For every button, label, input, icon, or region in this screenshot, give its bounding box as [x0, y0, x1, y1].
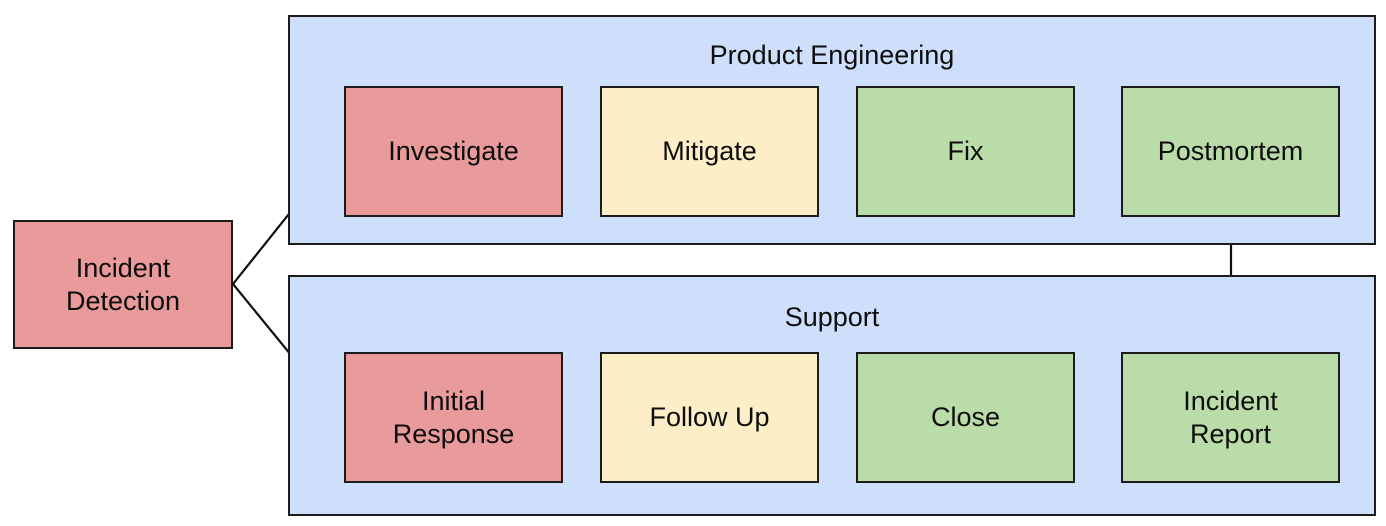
node-follow-up-label: Follow Up [649, 402, 770, 432]
node-initial-response[interactable]: Initial Response [344, 352, 563, 483]
lane-product-engineering-title: Product Engineering [709, 40, 955, 70]
node-initial-response-label-line1: Initial [421, 385, 486, 416]
node-initial-response-label-line2: Response [392, 418, 515, 449]
node-incident-report[interactable]: Incident Report [1121, 352, 1340, 483]
node-close-label: Close [930, 402, 1001, 432]
node-follow-up[interactable]: Follow Up [600, 352, 819, 483]
node-incident-report-label-line2: Report [1189, 418, 1272, 449]
node-postmortem[interactable]: Postmortem [1121, 86, 1340, 217]
node-incident-detection-label-line1: Incident [75, 252, 171, 283]
node-incident-detection-label-line2: Detection [65, 285, 181, 316]
node-close[interactable]: Close [856, 352, 1075, 483]
node-incident-detection[interactable]: Incident Detection [13, 220, 233, 349]
node-postmortem-label: Postmortem [1157, 136, 1304, 166]
node-investigate-label: Investigate [388, 136, 519, 166]
node-fix-label: Fix [947, 136, 984, 166]
node-mitigate[interactable]: Mitigate [600, 86, 819, 217]
node-investigate[interactable]: Investigate [344, 86, 563, 217]
node-mitigate-label: Mitigate [662, 136, 757, 166]
lane-support-title: Support [784, 302, 880, 332]
node-fix[interactable]: Fix [856, 86, 1075, 217]
node-incident-report-label-line1: Incident [1183, 385, 1278, 416]
